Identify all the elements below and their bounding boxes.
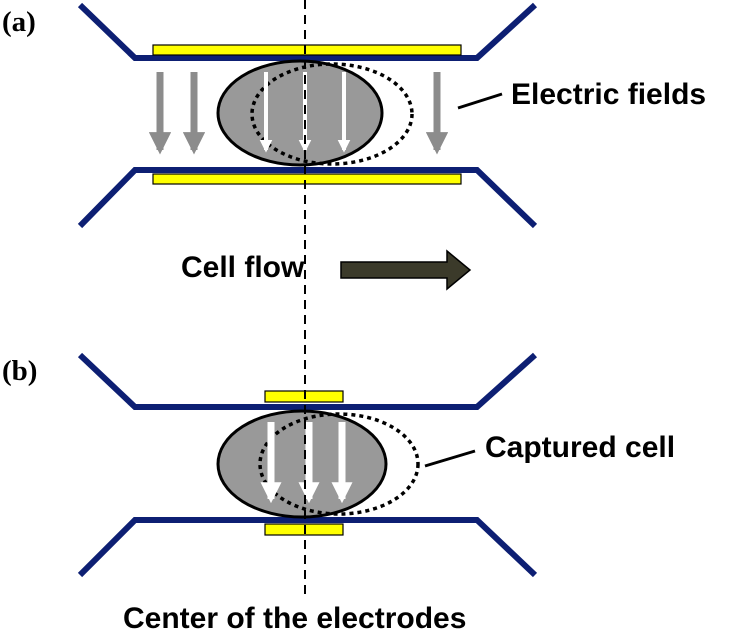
captured-cell-leader <box>424 449 476 468</box>
top-electrode-a <box>152 44 462 56</box>
cell-flow-arrow <box>340 249 472 291</box>
cell-ghost-outline-b <box>258 412 420 516</box>
cell-a <box>216 59 384 167</box>
electric-fields-leader <box>457 92 503 110</box>
center-of-electrodes-label: Center of the electrodes <box>123 602 467 635</box>
bottom-channel-wall-b <box>77 517 538 578</box>
bottom-electrode-a <box>152 173 462 185</box>
electric-fields-label: Electric fields <box>511 78 707 111</box>
panel-b-label: (b) <box>2 355 38 387</box>
panel-a-label: (a) <box>2 6 36 38</box>
captured-cell-label: Captured cell <box>485 431 676 464</box>
panel-b <box>77 352 538 578</box>
cell-b <box>216 409 388 519</box>
cell-ghost-outline-a <box>250 62 414 166</box>
panel-a <box>77 2 538 291</box>
cell-flow-label: Cell flow <box>181 251 305 284</box>
top-channel-wall-a <box>77 2 538 61</box>
